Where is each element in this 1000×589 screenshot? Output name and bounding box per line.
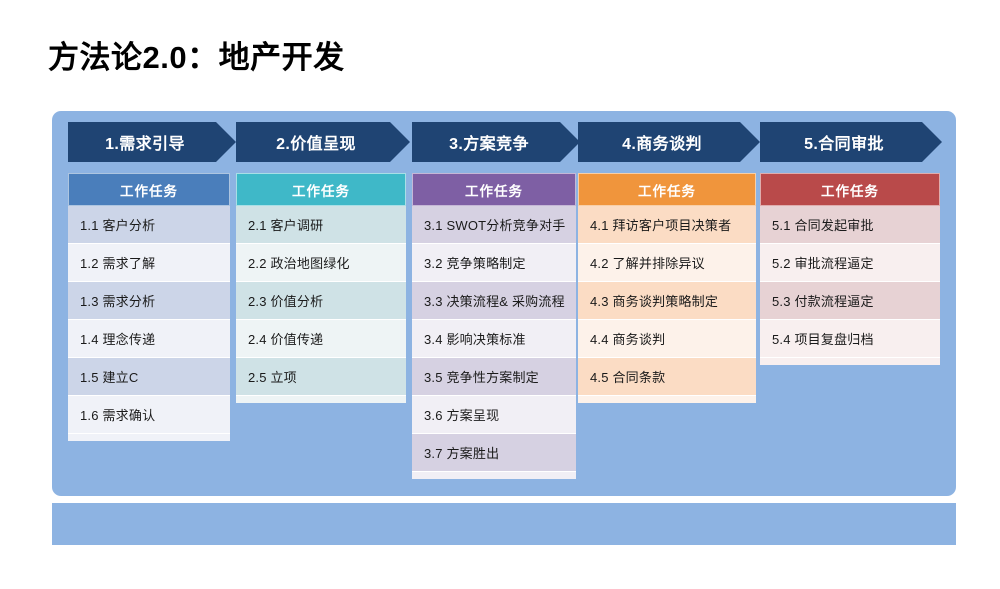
- footer-bar: [52, 503, 956, 545]
- task-item[interactable]: 3.7 方案胜出: [412, 434, 576, 472]
- stage-column-header-3: 工作任务: [412, 173, 576, 206]
- page-title: 方法论2.0：地产开发: [48, 40, 345, 75]
- task-list-tail: [412, 472, 576, 479]
- stage-chevron-label: 2.价值呈现: [276, 136, 356, 153]
- stage-chevron-4[interactable]: 4.商务谈判: [578, 122, 760, 162]
- task-item[interactable]: 1.3 需求分析: [68, 282, 230, 320]
- task-item[interactable]: 2.3 价值分析: [236, 282, 406, 320]
- task-item[interactable]: 3.5 竞争性方案制定: [412, 358, 576, 396]
- task-item[interactable]: 1.5 建立C: [68, 358, 230, 396]
- task-list-tail: [760, 358, 940, 365]
- task-item[interactable]: 2.5 立项: [236, 358, 406, 396]
- task-item[interactable]: 1.1 客户分析: [68, 206, 230, 244]
- stage-chevron-label: 1.需求引导: [105, 136, 185, 153]
- task-item[interactable]: 2.2 政治地图绿化: [236, 244, 406, 282]
- stage-chevron-row: 1.需求引导 2.价值呈现 3.方案竞争 4.商务谈判 5.合同审批: [52, 111, 956, 169]
- stage-column-header-5: 工作任务: [760, 173, 940, 206]
- task-item[interactable]: 3.2 竞争策略制定: [412, 244, 576, 282]
- stage-column-header-4: 工作任务: [578, 173, 756, 206]
- stage-chevron-5[interactable]: 5.合同审批: [760, 122, 942, 162]
- task-item[interactable]: 2.1 客户调研: [236, 206, 406, 244]
- stage-chevron-2[interactable]: 2.价值呈现: [236, 122, 410, 162]
- task-list-tail: [236, 396, 406, 403]
- stage-chevron-1[interactable]: 1.需求引导: [68, 122, 236, 162]
- stage-chevron-label: 3.方案竞争: [449, 136, 529, 153]
- task-item[interactable]: 4.1 拜访客户项目决策者: [578, 206, 756, 244]
- task-item[interactable]: 4.5 合同条款: [578, 358, 756, 396]
- task-item[interactable]: 4.3 商务谈判策略制定: [578, 282, 756, 320]
- task-list-tail: [578, 396, 756, 403]
- task-item[interactable]: 4.2 了解并排除异议: [578, 244, 756, 282]
- task-item[interactable]: 1.4 理念传递: [68, 320, 230, 358]
- task-item[interactable]: 3.3 决策流程& 采购流程: [412, 282, 576, 320]
- task-item[interactable]: 2.4 价值传递: [236, 320, 406, 358]
- task-item[interactable]: 5.4 项目复盘归档: [760, 320, 940, 358]
- stage-chevron-label: 4.商务谈判: [622, 136, 702, 153]
- task-item[interactable]: 4.4 商务谈判: [578, 320, 756, 358]
- task-item[interactable]: 5.3 付款流程逼定: [760, 282, 940, 320]
- task-item[interactable]: 1.6 需求确认: [68, 396, 230, 434]
- task-item[interactable]: 5.1 合同发起审批: [760, 206, 940, 244]
- task-item[interactable]: 3.1 SWOT分析竞争对手: [412, 206, 576, 244]
- stage-column-header-1: 工作任务: [68, 173, 230, 206]
- stage-chevron-3[interactable]: 3.方案竞争: [412, 122, 580, 162]
- task-item[interactable]: 3.6 方案呈现: [412, 396, 576, 434]
- stage-column-header-2: 工作任务: [236, 173, 406, 206]
- task-list-tail: [68, 434, 230, 441]
- stage-chevron-label: 5.合同审批: [804, 136, 884, 153]
- task-item[interactable]: 1.2 需求了解: [68, 244, 230, 282]
- task-item[interactable]: 5.2 审批流程逼定: [760, 244, 940, 282]
- task-item[interactable]: 3.4 影响决策标准: [412, 320, 576, 358]
